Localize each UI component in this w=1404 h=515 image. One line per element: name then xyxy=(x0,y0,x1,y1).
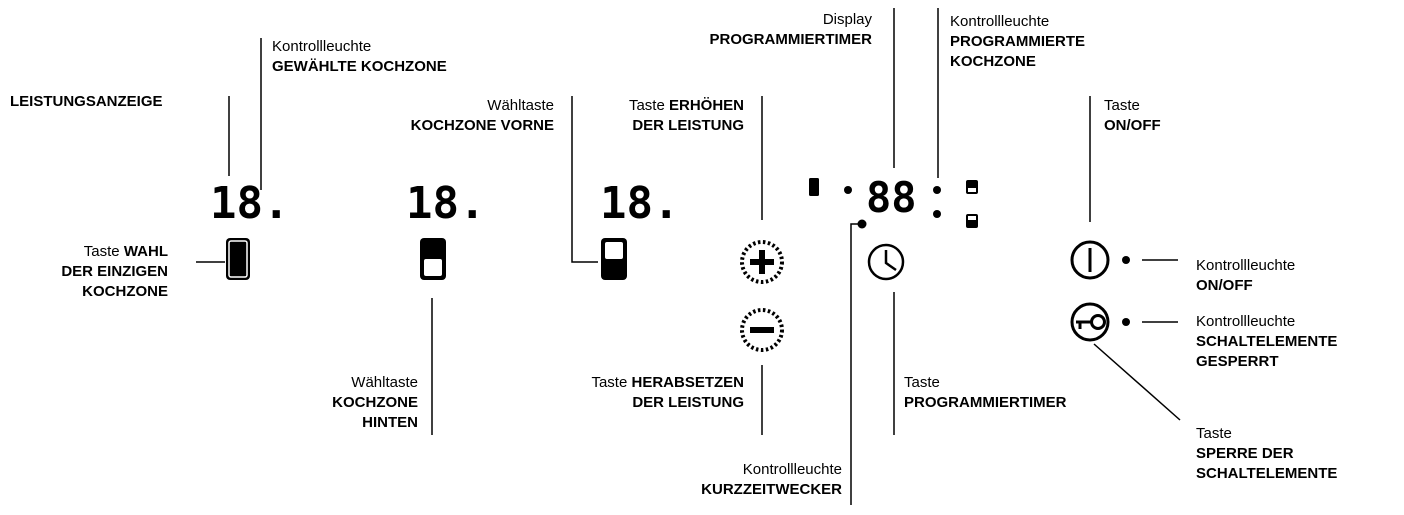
key-lock-button[interactable] xyxy=(1070,302,1110,342)
label-kl-onoff: Kontrollleuchte ON/OFF xyxy=(1196,257,1296,294)
single-zone-select-button[interactable] xyxy=(226,238,250,280)
minus-icon xyxy=(750,327,774,333)
front-zone-select-button[interactable] xyxy=(601,238,627,280)
zone-indicator-right-bottom xyxy=(966,214,978,228)
power-icon xyxy=(1070,240,1110,280)
power-display-zone-2: 18. xyxy=(406,178,485,229)
timer-display: 88 xyxy=(866,173,917,222)
label-taste-wahl: Taste WAHL DER EINZIGEN KOCHZONE xyxy=(61,243,168,300)
label-leistungsanzeige: LEISTUNGSANZEIGE xyxy=(10,93,163,110)
power-display-zone-1: 18. xyxy=(210,178,289,229)
key-icon xyxy=(1070,302,1110,342)
timer-indicator-dot-left xyxy=(844,186,852,194)
clock-icon xyxy=(867,243,905,281)
label-kl-kurzzeit: Kontrollleuchte KURZZEITWECKER xyxy=(701,461,842,498)
label-kl-programmierte: Kontrollleuchte PROGRAMMIERTE KOCHZONE xyxy=(950,13,1085,70)
label-kl-gesperrt: Kontrollleuchte SCHALTELEMENTE GESPERRT xyxy=(1196,313,1338,370)
zone-indicator-left xyxy=(809,178,819,196)
decrease-power-button[interactable] xyxy=(740,308,784,352)
label-taste-herabsetzen: Taste HERABSETZEN DER LEISTUNG xyxy=(591,374,744,411)
label-waehltaste-hinten: Wähltaste KOCHZONE HINTEN xyxy=(332,374,418,431)
timer-button[interactable] xyxy=(867,243,905,281)
label-taste-onoff: Taste ON/OFF xyxy=(1104,97,1161,134)
programmed-zone-indicator-dot-top xyxy=(933,186,941,194)
label-taste-sperre: Taste SPERRE DER SCHALTELEMENTE xyxy=(1196,425,1338,482)
leader-taste-sperre xyxy=(1093,343,1181,421)
lock-indicator xyxy=(1122,318,1130,326)
label-display-timer: Display PROGRAMMIERTIMER xyxy=(709,11,873,48)
label-taste-timer: Taste PROGRAMMIERTIMER xyxy=(904,374,1067,411)
increase-power-button[interactable] xyxy=(740,240,784,284)
on-off-button[interactable] xyxy=(1070,240,1110,280)
leader-kl-kurzzeit xyxy=(850,223,862,505)
rear-zone-select-button[interactable] xyxy=(420,238,446,280)
on-off-indicator xyxy=(1122,256,1130,264)
power-display-zone-3: 18. xyxy=(600,178,679,229)
label-taste-erhoehen: Taste ERHÖHEN DER LEISTUNG xyxy=(628,97,744,134)
programmed-zone-indicator-dot-bottom xyxy=(933,210,941,218)
leader-waehltaste-vorne xyxy=(571,96,598,263)
zone-indicator-right-top xyxy=(966,180,978,194)
minute-minder-indicator xyxy=(857,219,867,229)
label-waehltaste-vorne: Wähltaste KOCHZONE VORNE xyxy=(410,97,554,134)
label-kl-gewaehlte: Kontrollleuchte GEWÄHLTE KOCHZONE xyxy=(272,38,447,75)
